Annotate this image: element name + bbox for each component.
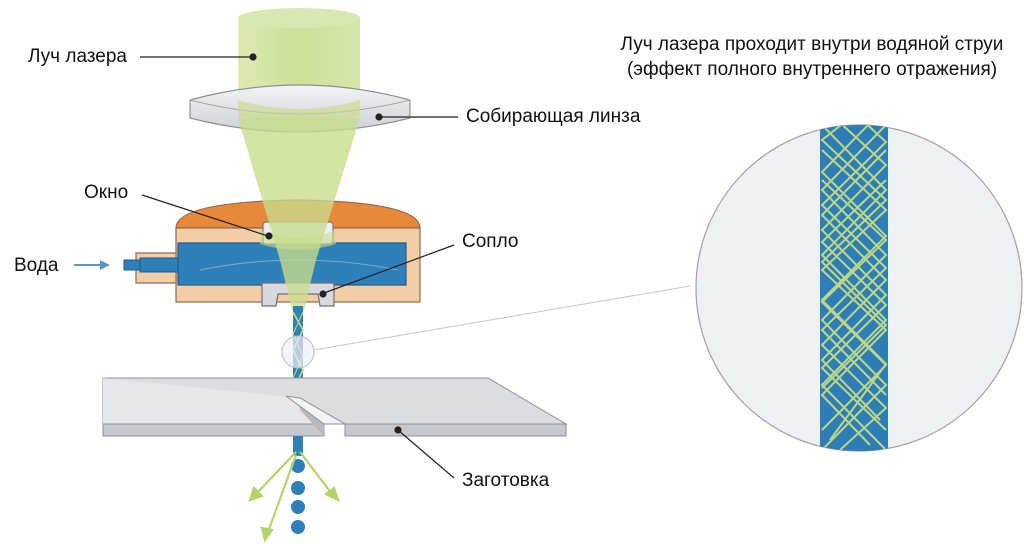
nozzle-element — [261, 282, 335, 307]
annotation-note: Луч лазера проходит внутри водяной струи… — [612, 32, 1012, 82]
magnified-view — [695, 124, 1023, 452]
water-arrow — [74, 260, 110, 270]
label-water: Вода — [14, 255, 59, 276]
label-lens: Собирающая линза — [466, 106, 641, 127]
label-workpiece: Заготовка — [462, 470, 550, 491]
label-laser-beam: Луч лазера — [28, 46, 127, 67]
label-window: Окно — [84, 182, 129, 203]
laser-cone — [238, 118, 360, 310]
leader-lines — [140, 53, 458, 479]
magnify-source-circle — [281, 335, 315, 369]
exit-jet — [248, 436, 340, 543]
note-line-1: Луч лазера проходит внутри водяной струи — [620, 34, 1004, 55]
label-nozzle: Сопло — [462, 231, 519, 252]
note-line-2: (эффект полного внутреннего отражения) — [626, 59, 998, 80]
workpiece-plate — [102, 377, 568, 437]
